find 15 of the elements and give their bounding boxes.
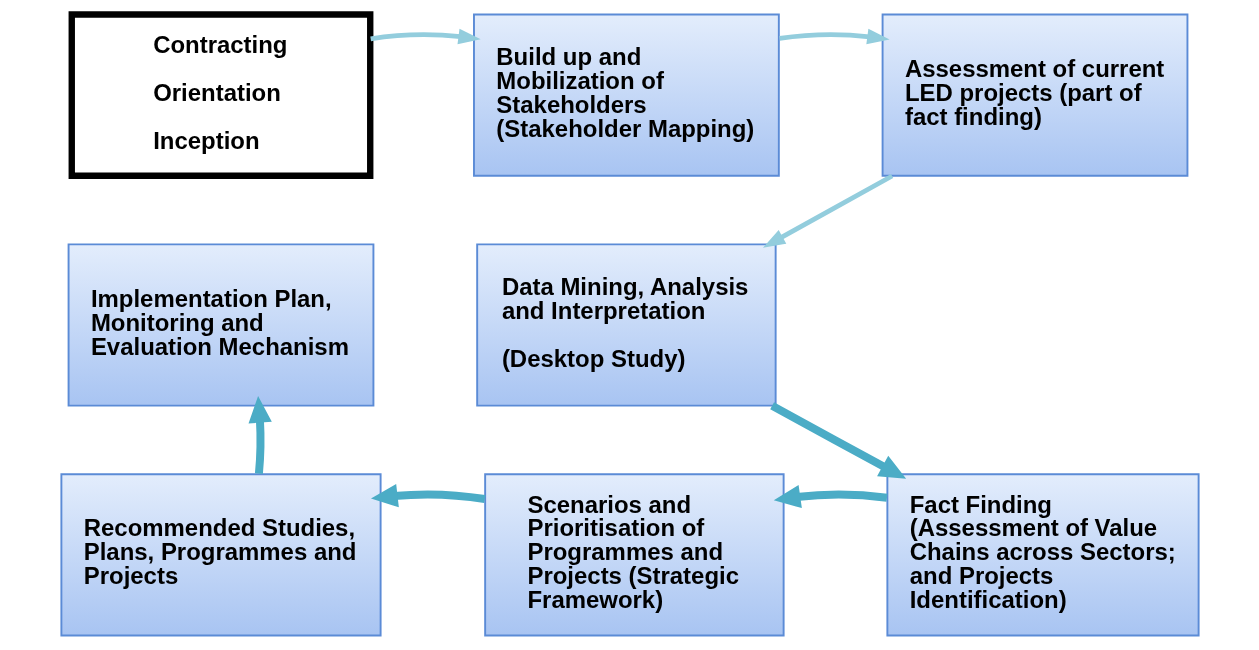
- node-box: Contracting Orientation Inception: [68, 11, 373, 179]
- node-box: Implementation Plan, Monitoring and Evaluation Mechanism: [67, 243, 374, 407]
- node-box: Fact Finding (Assessment of Value Chains across Sectors; and Projects Identification): [885, 473, 1200, 637]
- arrow: [762, 173, 893, 248]
- node-box: Build up and Mobilization of Stakeholders (Stakeholder Mapping): [472, 13, 780, 177]
- arrow: [769, 402, 906, 479]
- node-box: Recommended Studies, Plans, Programmes and Projects: [59, 473, 382, 637]
- node-box: Scenarios and Prioritisation of Programmes and Projects (Strategic Framework): [483, 473, 785, 637]
- node-box: Data Mining, Analysis and Interpretation (Desktop Study): [475, 243, 777, 407]
- arrow: [773, 484, 887, 509]
- node-box: Assessment of current LED projects (part of fact finding): [881, 13, 1188, 177]
- arrow: [778, 28, 890, 45]
- arrow: [369, 28, 481, 45]
- arrow: [370, 483, 485, 508]
- arrow: [248, 395, 272, 474]
